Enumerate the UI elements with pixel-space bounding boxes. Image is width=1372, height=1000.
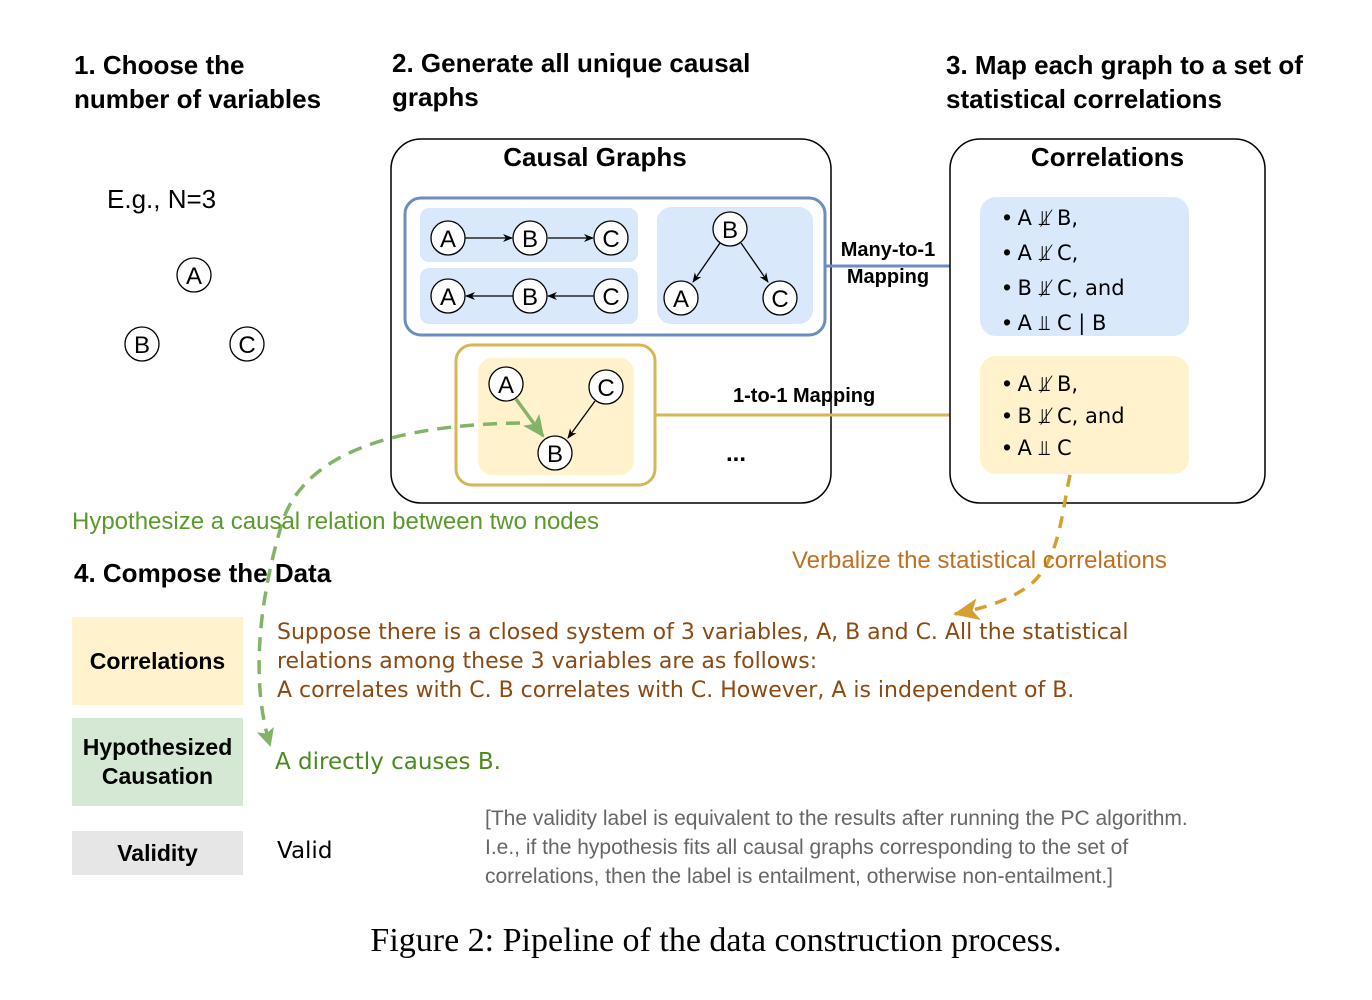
node-c: C (229, 326, 265, 362)
graph-chain-forward: A B C (430, 220, 629, 256)
step1-nodes: A B C (124, 257, 265, 362)
svg-text:C: C (602, 284, 619, 311)
correlations-text-line: Suppose there is a closed system of 3 va… (277, 620, 1129, 645)
correlation-set-many (980, 197, 1189, 336)
many-to-one-label: Many-to-1 Mapping (840, 239, 936, 288)
correlation-set-one (980, 356, 1189, 474)
correlation-item: • A ⫫̸ B, (1003, 204, 1079, 230)
node-a: A (430, 278, 466, 314)
hypothesized-edge-a-b (514, 397, 545, 438)
svg-text:C: C (602, 226, 619, 253)
svg-text:B: B (522, 226, 538, 253)
label-correlations: Correlations (89, 647, 226, 674)
correlation-item: • B ⫫̸ C, and (1003, 402, 1125, 428)
svg-text:B: B (547, 441, 563, 468)
correlations-text-line: relations among these 3 variables are as… (277, 649, 818, 674)
graph-chain-backward: A B C (430, 278, 629, 314)
step2-title: 2. Generate all unique causal graphs (392, 48, 751, 112)
svg-text:B: B (722, 217, 738, 244)
svg-text:C: C (597, 375, 614, 402)
svg-text:A: A (440, 284, 456, 311)
step1-title: 1. Choose the number of variables (74, 50, 322, 114)
label-cell-validity-bg (72, 831, 243, 875)
validity-note-line: [The validity label is equivalent to the… (485, 807, 1188, 830)
correlations-text: Suppose there is a closed system of 3 va… (277, 618, 1128, 705)
verbalize-annotation: Verbalize the statistical correlations (792, 547, 1167, 574)
svg-text:B: B (134, 332, 150, 359)
svg-text:A: A (440, 226, 456, 253)
graph-collider: A C B (488, 366, 624, 471)
graph-fork: B A C (663, 211, 798, 316)
correlations-title: Correlations (1030, 142, 1185, 172)
node-a: A (488, 366, 524, 402)
correlation-list-many: • A ⫫̸ B, • A ⫫̸ C, • B ⫫̸ C, and • A ⫫ … (1003, 200, 1125, 340)
hypothesize-annotation: Hypothesize a causal relation between tw… (72, 508, 599, 535)
correlation-item: • B ⫫̸ C, and (1003, 274, 1125, 300)
svg-text:A: A (673, 286, 689, 313)
node-b: B (712, 211, 748, 247)
node-b: B (124, 326, 160, 362)
label-hypothesized-causation: Hypothesized Causation (82, 734, 233, 789)
more-graphs-ellipsis: ... (726, 440, 747, 467)
label-cell-correlations-bg (72, 617, 243, 705)
svg-text:C: C (238, 332, 255, 359)
node-a: A (663, 280, 699, 316)
node-a: A (430, 220, 466, 256)
svg-text:A: A (186, 263, 202, 290)
validity-note-line: correlations, then the label is entailme… (485, 865, 1114, 888)
causal-graphs-title: Causal Graphs (503, 142, 687, 172)
one-to-one-label: 1-to-1 Mapping (733, 385, 876, 407)
step3-title: 3. Map each graph to a set of statistica… (946, 50, 1303, 114)
correlation-item: • A ⫫̸ B, (1003, 370, 1079, 396)
correlation-item: • A ⫫̸ C, (1003, 239, 1079, 265)
hypothesize-arrow (256, 421, 521, 747)
node-c: C (593, 220, 629, 256)
step1-example: E.g., N=3 (107, 184, 217, 214)
node-a: A (176, 257, 212, 293)
correlations-text-line: A correlates with C. B correlates with C… (277, 678, 1075, 703)
node-c: C (762, 280, 798, 316)
validity-note-line: I.e., if the hypothesis fits all causal … (485, 836, 1129, 859)
validity-note: [The validity label is equivalent to the… (485, 804, 1188, 891)
correlation-item: • A ⫫ C (1003, 434, 1072, 460)
node-b: B (512, 278, 548, 314)
node-c: C (588, 369, 624, 405)
step4-title: 4. Compose the Data (74, 558, 332, 588)
node-b: B (537, 435, 573, 471)
svg-text:A: A (498, 372, 514, 399)
validity-value: Valid (277, 838, 333, 864)
correlation-item: • A ⫫ C | B (1003, 309, 1107, 335)
correlation-list-one: • A ⫫̸ B, • B ⫫̸ C, and • A ⫫ C (1003, 368, 1125, 464)
causation-text: A directly causes B. (275, 749, 501, 775)
label-validity: Validity (117, 839, 198, 866)
label-cell-causation-bg (72, 718, 243, 806)
node-b: B (512, 220, 548, 256)
svg-text:B: B (522, 284, 538, 311)
figure-caption: Figure 2: Pipeline of the data construct… (370, 922, 1062, 959)
svg-text:C: C (771, 286, 788, 313)
verbalize-arrow (953, 474, 1072, 621)
node-c: C (593, 278, 629, 314)
